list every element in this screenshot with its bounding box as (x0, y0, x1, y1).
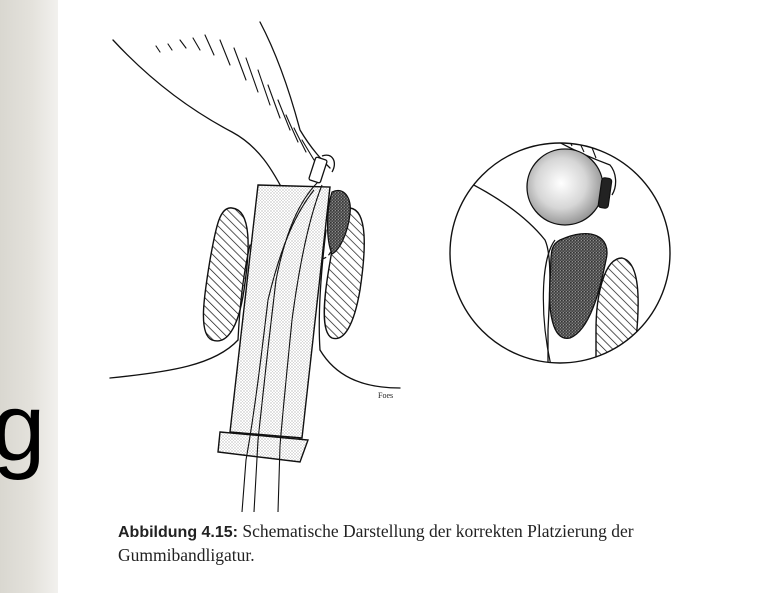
caption-label: Abbildung 4.15: (118, 524, 238, 541)
perineum-left-curve (110, 340, 238, 378)
artist-signature: Foes (378, 391, 393, 400)
rectal-wall-left-contour (113, 40, 288, 200)
perineum-right-curve (320, 350, 400, 388)
figure-caption: Abbildung 4.15: Schematische Darstellung… (118, 520, 758, 567)
magnified-inset (450, 96, 670, 380)
rectal-wall-right-contour (260, 22, 330, 168)
ligature-band-tip (309, 157, 328, 184)
ligated-hemorrhoid (527, 149, 603, 225)
sphincter-left-hatched (203, 208, 248, 341)
